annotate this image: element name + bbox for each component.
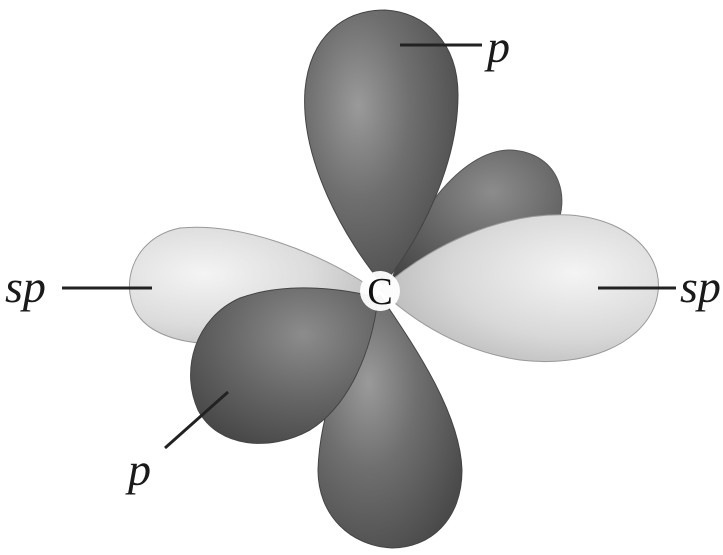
label-sp-right: sp [680, 261, 721, 312]
p-lobe-top [304, 9, 459, 286]
nucleus-glow [360, 271, 400, 311]
label-sp-left: sp [5, 261, 46, 312]
sp-lobe-right [379, 214, 659, 363]
label-p-bottom: p [125, 444, 151, 495]
label-p-top: p [484, 21, 510, 72]
leader-line-p-bottom [164, 390, 229, 450]
center-atom-label: C [367, 271, 392, 313]
p-lobe-front-lower-left [190, 287, 379, 444]
